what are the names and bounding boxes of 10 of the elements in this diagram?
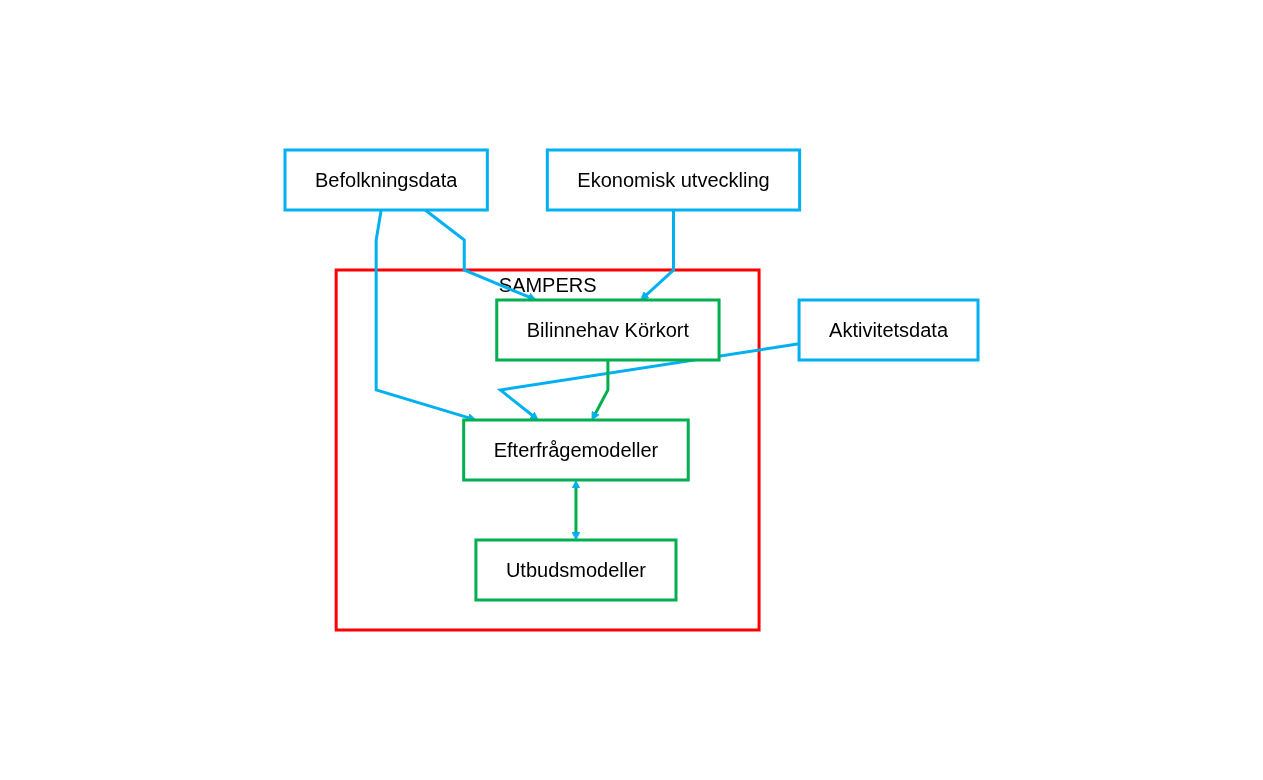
node-box: Efterfrågemodeller	[462, 418, 690, 482]
arrow	[571, 480, 581, 541]
node-box: Befolkningsdata	[283, 148, 489, 212]
arrow	[640, 210, 675, 301]
node-box: Aktivitetsdata	[797, 298, 980, 362]
node-box: Utbudsmodeller	[474, 538, 678, 602]
node-box: Ekonomisk utveckling	[545, 148, 802, 212]
node-box: Bilinnehav Körkort	[495, 298, 721, 362]
arrow	[496, 342, 800, 421]
arrow	[591, 360, 610, 421]
